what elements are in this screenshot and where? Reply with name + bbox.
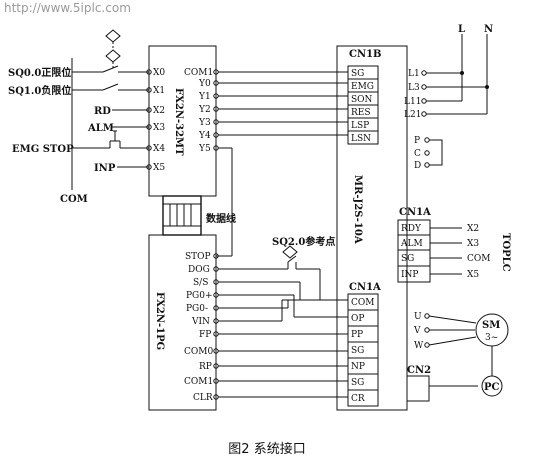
input-label-inp: INP — [94, 163, 116, 174]
term-c: C — [414, 149, 421, 159]
plc-out-y5: Y5 — [198, 144, 211, 154]
input-label-sq10: SQ1.0负限位 — [8, 84, 71, 97]
pg-term-pg0minus: PG0- — [186, 304, 208, 314]
cn1b-pin-lsn: LSN — [351, 134, 371, 144]
term-w: W — [414, 341, 424, 351]
cn1b-pin-emg: EMG — [351, 82, 374, 92]
pwr-l21: L21 — [404, 110, 421, 120]
term-d: D — [414, 161, 421, 171]
pg-to-cn1a-wires — [218, 245, 348, 398]
plc-input-x5: X5 — [153, 163, 165, 173]
positioner-block — [148, 234, 217, 411]
plc-out-y2: Y2 — [198, 105, 211, 115]
motor-terminals: U V W — [413, 312, 477, 351]
pwr-l11: L11 — [404, 97, 421, 107]
plc-name: FX2N-32MT — [173, 88, 184, 156]
data-cable-label: 数据线 — [206, 212, 236, 225]
plc-to-cn1b-wires — [213, 69, 348, 257]
plc-input-x1: X1 — [153, 86, 165, 96]
cn1a-up-to-x5: X5 — [467, 270, 479, 280]
plc-out-y1: Y1 — [198, 92, 211, 102]
cn1a-pin-com: COM — [351, 298, 374, 308]
servo-block — [336, 45, 408, 411]
pg-term-rp: RP — [199, 362, 212, 372]
pg-term-com1: COM1 — [184, 377, 213, 387]
cn1a-up-to-x3: X3 — [467, 239, 479, 249]
pg-term-stop: STOP — [185, 252, 211, 262]
cn1a-pin-np: NP — [351, 362, 365, 372]
plc-out-y0: Y0 — [198, 79, 211, 89]
plc-out-com1: COM1 — [184, 68, 213, 78]
power-n-label: N — [484, 24, 493, 35]
cn1a-up-to-com: COM — [467, 254, 490, 264]
cn1a-upper-title: CN1A — [399, 207, 431, 218]
input-label-sq00: SQ0.0正限位 — [8, 66, 71, 79]
term-u: U — [414, 312, 422, 322]
cn1b-pin-son: SON — [351, 95, 373, 105]
plc-input-x0: X0 — [153, 68, 165, 78]
pcd-terminals: P C D — [414, 136, 443, 171]
power-l-label: L — [458, 24, 465, 35]
pg-term-dog: DOG — [188, 265, 210, 275]
encoder-label: PC — [484, 382, 500, 393]
cn1a-pin-sg1: SG — [351, 346, 364, 356]
cn1a-pin-cr: CR — [351, 394, 365, 404]
motor-label-phase: 3~ — [485, 333, 498, 343]
term-v: V — [413, 326, 421, 336]
plc-out-y3: Y3 — [198, 118, 211, 128]
cn1a-lower-connector: CN1A COM OP PP SG NP SG CR — [347, 282, 381, 407]
data-cable — [162, 195, 202, 236]
watermark-url: http://www.5iplc.com — [4, 1, 131, 15]
cn1b-pin-lsp: LSP — [351, 121, 369, 131]
cn1a-up-sg: SG — [401, 254, 414, 264]
cn2-connector: CN2 — [406, 346, 493, 402]
cn1a-up-to-x2: X2 — [467, 224, 479, 234]
positioner-name: FX2N-1PG — [154, 292, 165, 350]
pg-term-com0: COM0 — [184, 347, 213, 357]
plc-input-x3: X3 — [153, 123, 165, 133]
cn1b-pin-res: RES — [351, 108, 371, 118]
sq20-label: SQ2.0参考点 — [272, 235, 335, 248]
cn1a-pin-pp: PP — [351, 330, 363, 340]
cn1b-connector: CN1B SG EMG SON RES LSP LSN — [347, 49, 382, 145]
com-label: COM — [60, 194, 88, 205]
plc-out-y4: Y4 — [198, 131, 211, 141]
servo-name: MR-J2S-10A — [352, 175, 363, 244]
power-terminals: L1 L3 L11 L21 — [404, 34, 489, 120]
pg-term-vin: VIN — [191, 317, 210, 327]
cn1a-up-alm: ALM — [400, 239, 423, 249]
input-label-alm: ALM — [87, 123, 114, 134]
pg-term-clr: CLR — [193, 393, 213, 403]
cn2-title: CN2 — [407, 365, 431, 376]
cn1a-up-rdy: RDY — [401, 224, 422, 234]
cn1a-up-inp: INP — [401, 270, 419, 280]
cn1a-upper-connector: CN1A RDY ALM SG INP X2 X3 COM X5 — [397, 207, 490, 283]
figure-caption: 图2 系统接口 — [228, 442, 306, 457]
term-p: P — [414, 136, 420, 146]
plc-input-x2: X2 — [153, 106, 165, 116]
toplc-label: TOPLC — [500, 233, 511, 272]
plc-input-x4: X4 — [153, 144, 165, 154]
cn1a-lower-title: CN1A — [349, 282, 381, 293]
pg-term-ss: S/S — [193, 278, 208, 288]
cn1b-title: CN1B — [349, 49, 382, 60]
cn1a-pin-op: OP — [351, 314, 364, 324]
positioner-terminals: STOP DOG S/S PG0+ PG0- VIN FP COM0 RP CO… — [184, 252, 219, 403]
input-label-rd: RD — [94, 106, 111, 117]
motor-label-sm: SM — [482, 320, 500, 331]
input-label-emg-stop: EMG STOP — [12, 144, 74, 155]
cn1a-pin-sg2: SG — [351, 378, 364, 388]
pwr-l1: L1 — [408, 69, 420, 79]
pwr-l3: L3 — [408, 83, 420, 93]
encoder-symbol — [481, 375, 503, 397]
cn1b-pin-sg: SG — [351, 69, 364, 79]
pg-term-pg0plus: PG0+ — [186, 291, 213, 301]
pg-term-fp: FP — [199, 330, 211, 340]
